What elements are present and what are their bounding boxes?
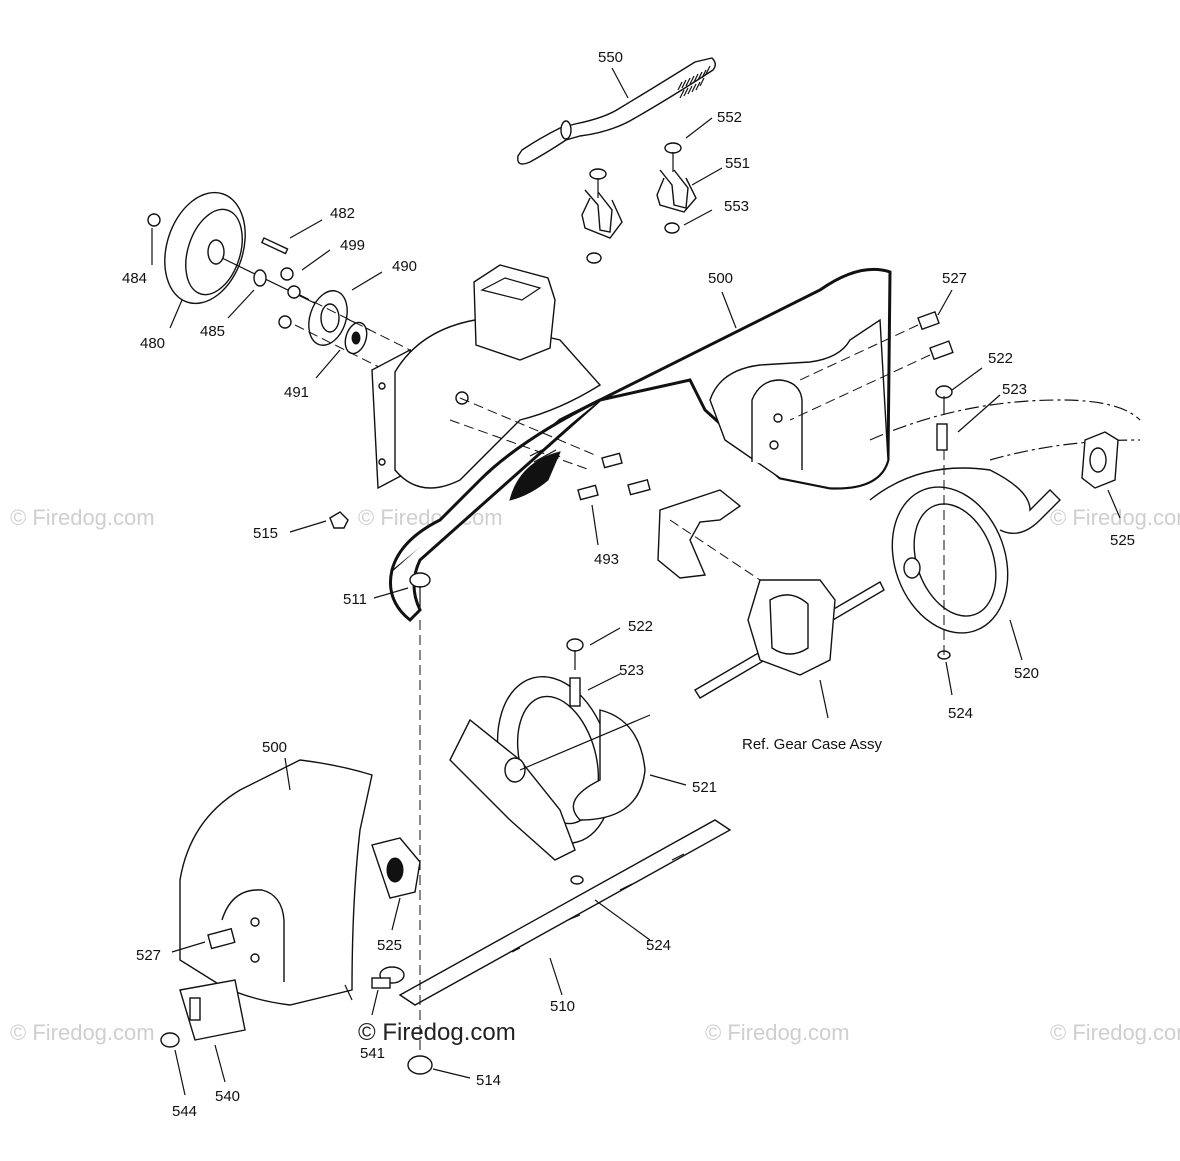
bracket-clips-551 — [581, 142, 697, 264]
label-540: 540 — [215, 1088, 240, 1105]
bolts — [329, 310, 954, 610]
label-514: 514 — [476, 1072, 501, 1089]
watermark-bottom-left: © Firedog.com — [10, 1020, 155, 1045]
label-525-right: 525 — [1110, 532, 1135, 549]
watermark-main: © Firedog.com — [358, 1019, 516, 1046]
gear-case-and-shaft — [657, 489, 885, 699]
label-510: 510 — [550, 998, 575, 1015]
label-ref-gear-case: Ref. Gear Case Assy — [742, 736, 883, 753]
auger-left-521 — [449, 638, 651, 885]
label-524-right: 524 — [948, 705, 973, 722]
label-493: 493 — [594, 551, 619, 568]
watermark-left: © Firedog.com — [10, 505, 155, 530]
label-553: 553 — [724, 198, 749, 215]
label-541: 541 — [360, 1045, 385, 1062]
housing-side-500 — [160, 759, 421, 1048]
label-485: 485 — [200, 323, 225, 340]
watermark-bottom-center: © Firedog.com — [705, 1020, 850, 1045]
label-527-bottom: 527 — [136, 947, 161, 964]
label-484: 484 — [122, 270, 147, 287]
watermark-bottom-right: © Firedog.com — [1050, 1020, 1180, 1045]
label-521: 521 — [692, 779, 717, 796]
label-525-bottom: 525 — [377, 937, 402, 954]
label-480: 480 — [140, 335, 165, 352]
label-491: 491 — [284, 384, 309, 401]
label-500-bottom: 500 — [262, 739, 287, 756]
label-522-top: 522 — [988, 350, 1013, 367]
label-551: 551 — [725, 155, 750, 172]
auger-right-520 — [869, 385, 1141, 660]
auger-housing-500 — [371, 264, 892, 623]
label-524-bottom: 524 — [646, 937, 671, 954]
label-522-mid: 522 — [628, 618, 653, 635]
label-552: 552 — [717, 109, 742, 126]
label-544: 544 — [172, 1103, 197, 1120]
label-550: 550 — [598, 49, 623, 66]
label-520: 520 — [1014, 665, 1039, 682]
label-482: 482 — [330, 205, 355, 222]
label-523-top: 523 — [1002, 381, 1027, 398]
leader-lines — [151, 67, 1121, 1096]
label-515: 515 — [253, 525, 278, 542]
callout-labels: 550 552 551 553 482 499 490 484 480 485 … — [122, 49, 1135, 1120]
label-500-top: 500 — [708, 270, 733, 287]
label-499: 499 — [340, 237, 365, 254]
label-527-top: 527 — [942, 270, 967, 287]
label-511: 511 — [343, 591, 367, 608]
label-490: 490 — [392, 258, 417, 275]
label-523-mid: 523 — [619, 662, 644, 679]
shave-plate-510 — [398, 620, 732, 1075]
watermark-right: © Firedog.com — [1050, 505, 1180, 530]
handle-550 — [517, 57, 716, 165]
